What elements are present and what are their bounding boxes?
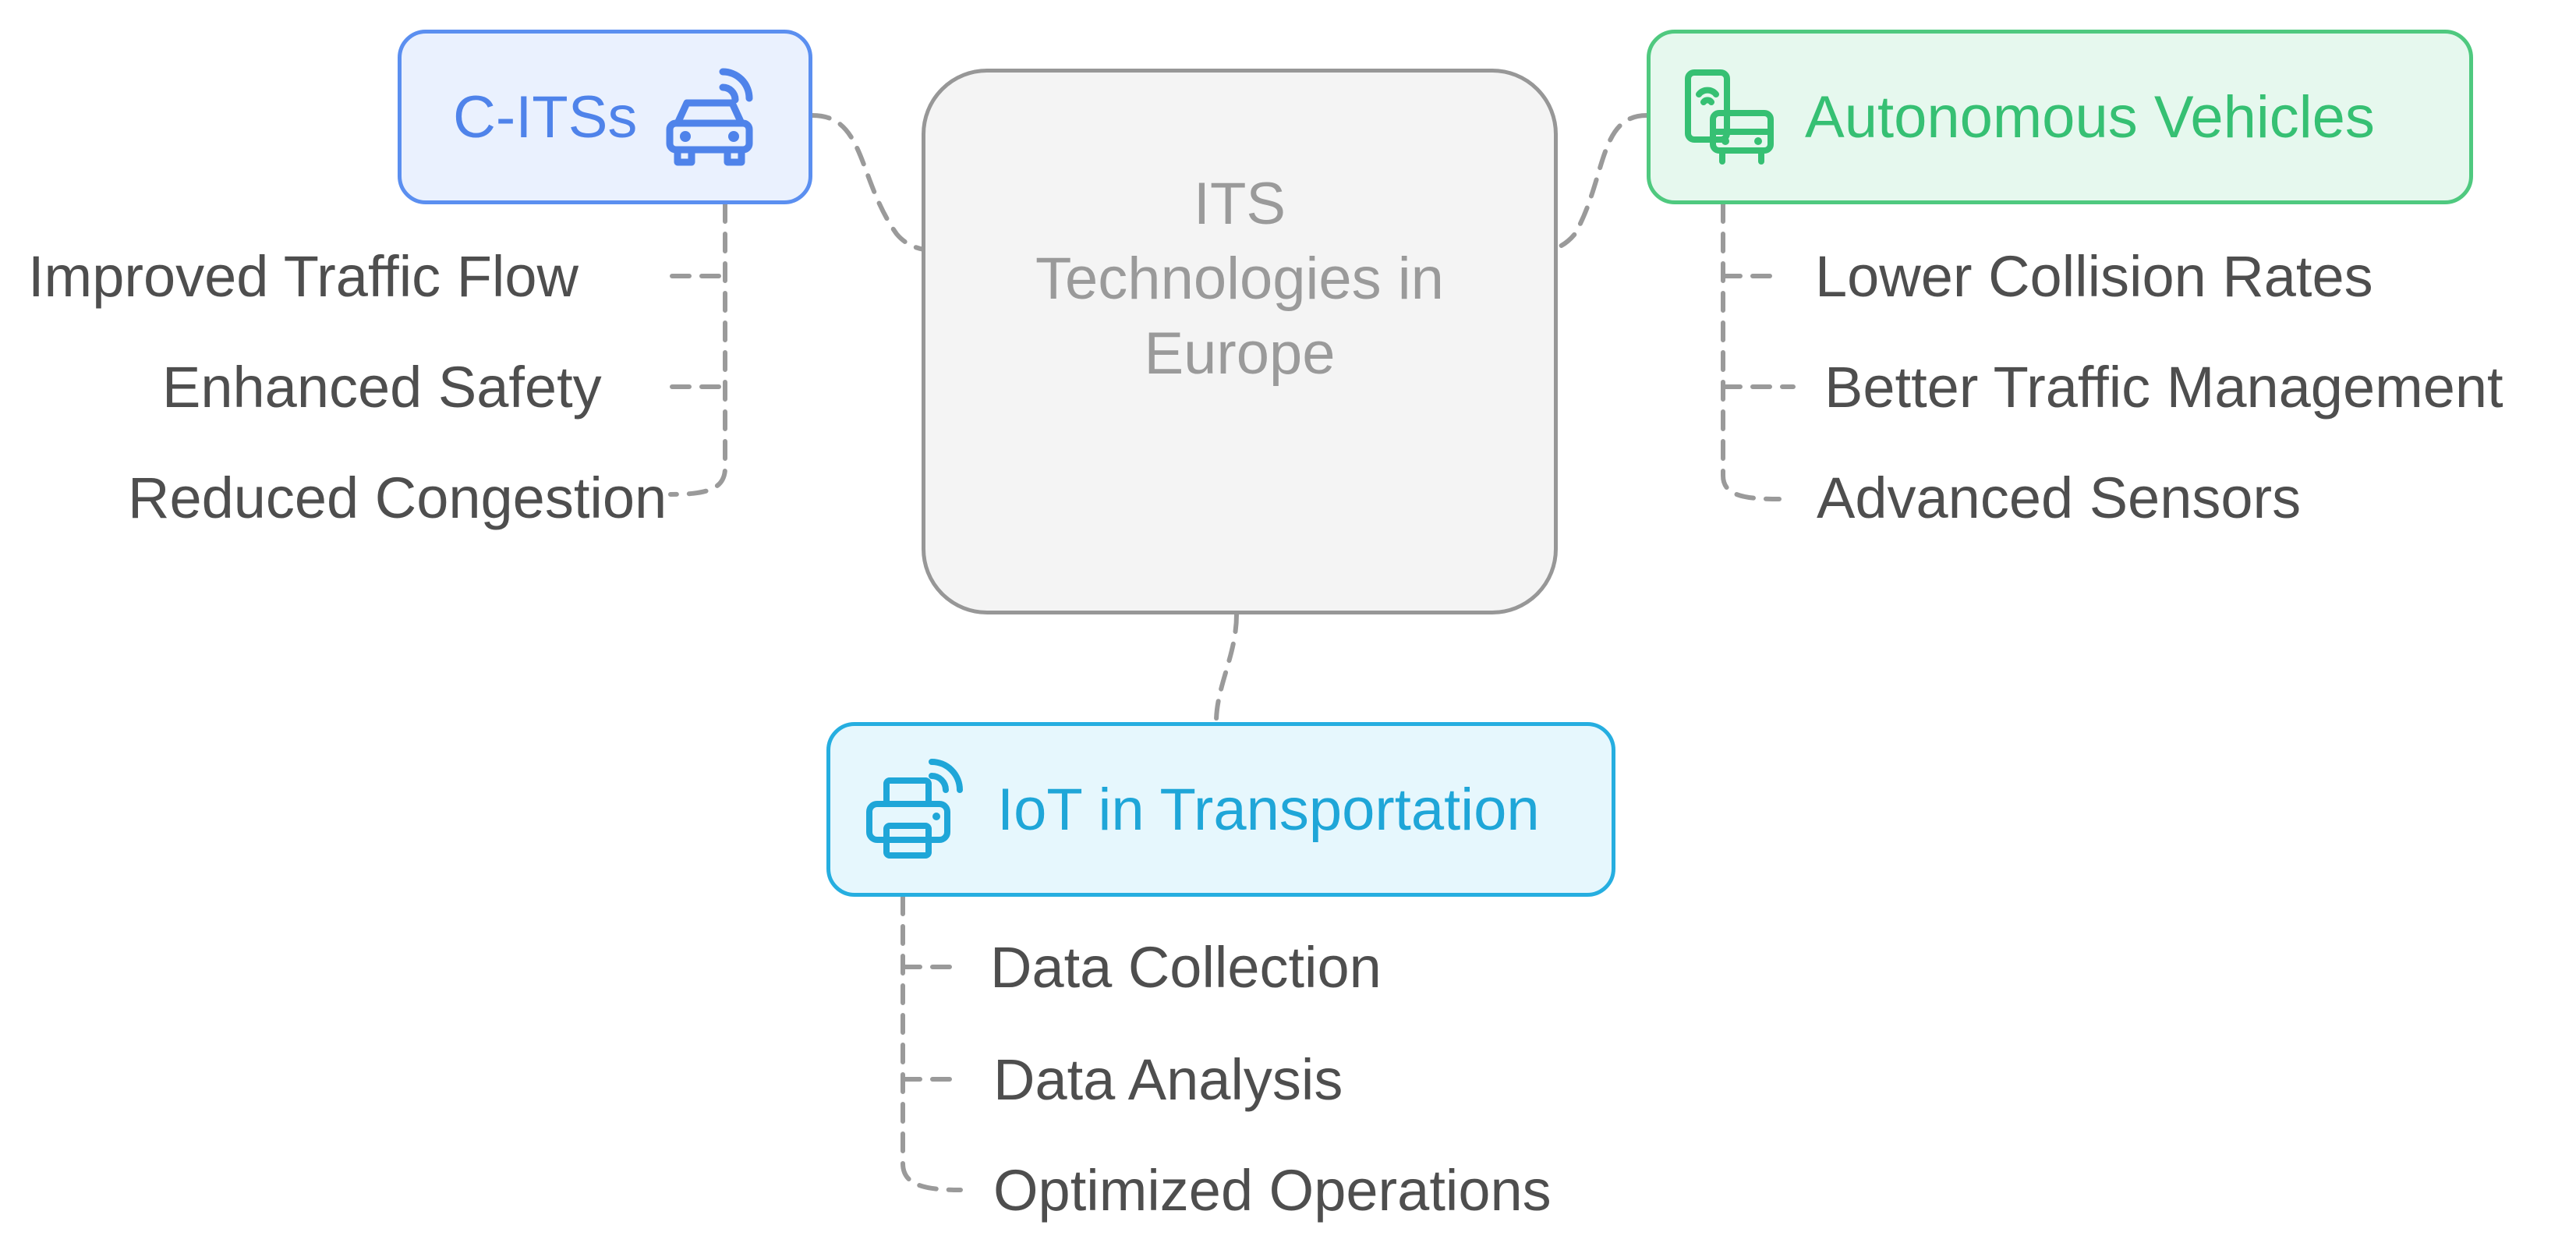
connector-citss-trunk	[668, 202, 727, 497]
autonomous-leaf-lower-collision-rates: Lower Collision Rates	[1815, 244, 2373, 309]
citss-label: C-ITSs	[453, 83, 638, 150]
citss-leaf-enhanced-safety: Enhanced Safety	[162, 355, 602, 420]
iot-transportation-node: IoT in Transportation	[826, 722, 1615, 897]
autonomous-leaf-advanced-sensors: Advanced Sensors	[1817, 466, 2302, 530]
wireless-printer-icon	[866, 759, 963, 859]
connector-autonomous-trunk	[1721, 202, 1782, 501]
connector-center-citss	[810, 113, 946, 253]
citss-leaf-improved-traffic-flow: Improved Traffic Flow	[28, 244, 579, 309]
connector-iot-trunk	[901, 894, 963, 1192]
phone-bus-icon	[1685, 69, 1774, 165]
iot-leaf-optimized-operations: Optimized Operations	[993, 1158, 1552, 1223]
connector-center-iot	[1214, 612, 1239, 724]
connector-center-autonomous	[1532, 113, 1649, 253]
center-topic-title: ITS Technologies in Europe	[1035, 171, 1444, 387]
connected-car-icon	[666, 68, 753, 166]
iot-leaf-data-analysis: Data Analysis	[993, 1047, 1343, 1112]
autonomous-vehicles-node: Autonomous Vehicles	[1647, 30, 2473, 204]
iot-transportation-label: IoT in Transportation	[997, 776, 1540, 843]
iot-leaf-data-collection: Data Collection	[990, 935, 1382, 1000]
autonomous-leaf-better-traffic-management: Better Traffic Management	[1824, 355, 2503, 420]
citss-leaf-reduced-congestion: Reduced Congestion	[128, 466, 667, 530]
center-topic-node: ITS Technologies in Europe	[922, 69, 1558, 614]
citss-node: C-ITSs	[398, 30, 812, 204]
autonomous-vehicles-label: Autonomous Vehicles	[1805, 83, 2375, 150]
